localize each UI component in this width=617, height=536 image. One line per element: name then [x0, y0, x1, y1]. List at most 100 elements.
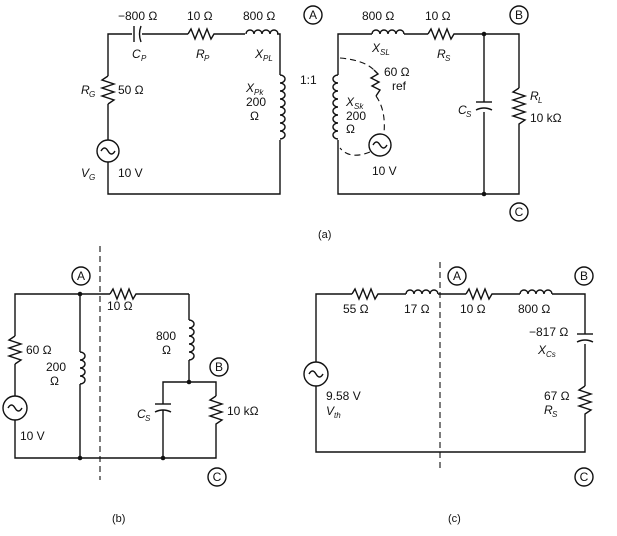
svg-text:Sk: Sk: [354, 102, 364, 111]
svg-text:S: S: [466, 110, 472, 119]
ref-source-value: 10 V: [372, 164, 397, 178]
node-c-label-fig-c: C: [580, 470, 589, 484]
svg-text:th: th: [334, 411, 341, 420]
node-c-fig-a: [509, 202, 529, 222]
svg-text:L: L: [538, 96, 542, 105]
xsk-symbol: X: [345, 95, 355, 109]
ref-dash-bottom: [339, 147, 371, 156]
xpk-primary-winding: [279, 74, 286, 140]
l17-inductor: [405, 289, 439, 295]
svg-text:Cs: Cs: [546, 350, 556, 359]
l200-unit: Ω: [50, 374, 59, 388]
r10-b-label: 10 Ω: [107, 299, 133, 313]
xcs-symbol: X: [537, 343, 547, 357]
xpl-symbol: X: [254, 47, 264, 61]
node-a-fig-c: [447, 266, 467, 286]
node-a-label-fig-b: A: [77, 269, 85, 283]
xpk-unit: Ω: [250, 109, 259, 123]
svg-text:S: S: [552, 410, 558, 419]
svg-text:SL: SL: [380, 48, 390, 57]
cs-symbol-a: C: [458, 103, 467, 117]
ref-60-resistor: [369, 69, 382, 97]
svg-text:S: S: [145, 414, 151, 423]
vg-value: 10 V: [118, 166, 143, 180]
node-c-label-fig-a: C: [515, 205, 524, 219]
r60-resistor: [6, 335, 24, 365]
rp-symbol: R: [196, 47, 205, 61]
caption-a: (a): [318, 229, 331, 241]
svg-text:Pk: Pk: [254, 88, 264, 97]
src-b-label: 10 V: [20, 429, 45, 443]
cp-plate-2: [138, 25, 142, 43]
node-b-label-fig-a: B: [515, 8, 523, 22]
vth-source: [303, 361, 329, 387]
r55-label: 55 Ω: [343, 302, 369, 316]
xsk-value: 200: [346, 109, 366, 123]
xpk-symbol: X: [245, 81, 255, 95]
wire-a-sec-top: [337, 33, 372, 75]
wire-b-bottom: [14, 420, 217, 459]
node-a-fig-b: [71, 266, 91, 286]
l800-inductor: [188, 319, 195, 361]
node-b-label-fig-b: B: [215, 360, 223, 374]
turns-ratio: 1:1: [300, 73, 317, 87]
ref-source-symbol: [372, 141, 388, 149]
rp-value: 10 Ω: [187, 9, 213, 23]
xsk-secondary-winding: [332, 74, 339, 140]
ref-dash-right: [375, 95, 385, 134]
src-b-symbol: [7, 404, 23, 412]
l800-inductor-c: [519, 289, 553, 295]
cs-plate-2: [475, 107, 493, 111]
cp-symbol: C: [132, 47, 141, 61]
cp-gap: [132, 26, 142, 42]
ref-value: 60 Ω: [384, 65, 410, 79]
xpk-value: 200: [246, 95, 266, 109]
wire-a-top-right: [456, 33, 520, 88]
vth-symbol: V: [326, 404, 335, 418]
svg-text:PL: PL: [263, 54, 273, 63]
node-c-label-fig-b: C: [213, 470, 222, 484]
svg-text:S: S: [445, 54, 451, 63]
xcs-value: −817 Ω: [529, 325, 568, 339]
r10k-b-label: 10 kΩ: [227, 404, 259, 418]
rg-symbol: R: [81, 83, 90, 97]
r60-label: 60 Ω: [26, 343, 52, 357]
xsl-value: 800 Ω: [362, 9, 394, 23]
rl-resistor: [510, 87, 528, 128]
vg-source: [96, 139, 120, 163]
xsl-symbol: X: [371, 41, 381, 55]
vg-symbol: V: [81, 166, 90, 180]
figure-b: 60 Ω 200 Ω 10 V 10 Ω 800 Ω C S 10 kΩ A B…: [2, 246, 259, 525]
rs-resistor-c: [576, 385, 594, 418]
l800-value: 800: [156, 329, 176, 343]
figure-a: −800 Ω C P 10 Ω R P 800 Ω X PL R G 50 Ω …: [81, 5, 562, 241]
r10-resistor-c: [465, 287, 494, 301]
r10k-resistor-b: [207, 395, 225, 428]
node-a-label-fig-c: A: [453, 269, 461, 283]
svg-text:P: P: [204, 54, 210, 63]
rs-resistor-a: [427, 27, 456, 41]
l800-unit: Ω: [162, 343, 171, 357]
rs-value-a: 10 Ω: [425, 9, 451, 23]
node-b-label-fig-c: B: [580, 269, 588, 283]
caption-c: (c): [448, 513, 461, 525]
r55-resistor: [351, 287, 380, 301]
node-b-fig-c: [574, 266, 594, 286]
wire-c-bottom: [315, 386, 586, 453]
cs-b-symbol: C: [137, 407, 146, 421]
l800-c-label: 800 Ω: [518, 302, 550, 316]
svg-text:G: G: [89, 173, 95, 182]
node-a-fig-a: [303, 5, 323, 25]
vth-value: 9.58 V: [326, 389, 361, 403]
rg-resistor: [99, 75, 117, 105]
src-b: [2, 395, 28, 421]
node-b-fig-b: [209, 357, 229, 377]
l200-inductor: [79, 351, 86, 385]
rs-c-value: 67 Ω: [544, 389, 570, 403]
r10-resistor-b: [109, 287, 140, 301]
xpl-inductor: [245, 29, 279, 35]
rl-symbol: R: [530, 89, 539, 103]
svg-text:P: P: [141, 54, 147, 63]
l17-label: 17 Ω: [404, 302, 430, 316]
